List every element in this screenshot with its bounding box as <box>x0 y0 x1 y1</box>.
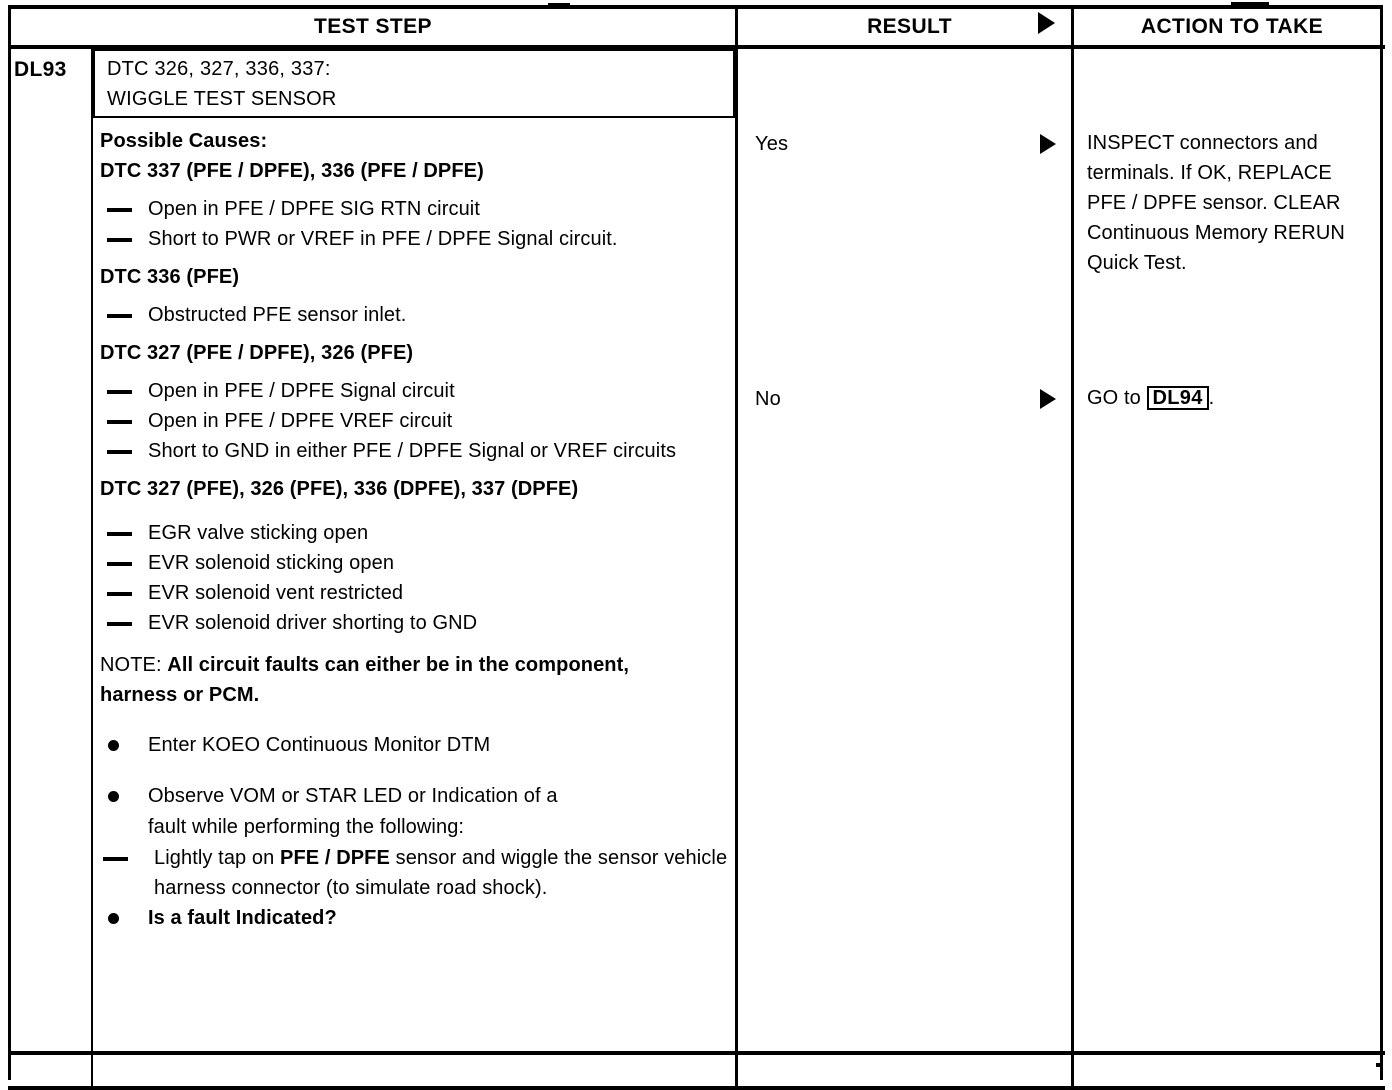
procedure-question: Is a fault Indicated? <box>100 903 730 934</box>
cause-item-text: Obstructed PFE sensor inlet. <box>148 304 407 326</box>
em-dash-marker <box>107 238 132 242</box>
procedure-question-text: Is a fault Indicated? <box>148 907 337 929</box>
cause-item-text: Open in PFE / DPFE SIG RTN circuit <box>148 198 481 220</box>
header-result: RESULT <box>867 15 952 38</box>
right-triangle-icon <box>1040 389 1056 409</box>
cause-group-heading: DTC 336 (PFE) <box>100 266 240 288</box>
header-action-to-take: ACTION TO TAKE <box>1140 15 1324 38</box>
step-id-badge: DL93 <box>14 58 67 81</box>
step-title-line-1: DTC 326, 327, 336, 337: <box>107 58 331 80</box>
result-label-yes: Yes <box>755 133 789 155</box>
procedure-sub-item: Lightly tap on PFE / DPFE sensor and wig… <box>100 843 730 903</box>
bullet-dot-icon <box>108 791 119 802</box>
cause-item: Obstructed PFE sensor inlet. <box>100 300 730 330</box>
step-reference-link[interactable]: DL94 <box>1146 386 1209 410</box>
em-dash-marker <box>107 208 132 212</box>
cause-group-heading: DTC 337 (PFE / DPFE), 336 (PFE / DPFE) <box>100 160 484 182</box>
sub-item-text-post: sensor and wiggle the sensor vehicle har… <box>154 847 728 899</box>
table-header-row: TEST STEP RESULT ACTION TO TAKE <box>8 9 1383 45</box>
right-triangle-icon <box>1038 12 1055 34</box>
cause-item: EGR valve sticking open <box>100 518 730 548</box>
step-title-box: DTC 326, 327, 336, 337: WIGGLE TEST SENS… <box>93 49 735 118</box>
cause-item-text: Open in PFE / DPFE VREF circuit <box>148 410 453 432</box>
row-bottom-rule <box>8 1051 1385 1055</box>
cause-group-heading: DTC 327 (PFE / DPFE), 326 (PFE) <box>100 342 414 364</box>
result-label-no: No <box>755 388 781 410</box>
column-divider-step-id <box>91 49 93 1087</box>
em-dash-marker <box>107 450 132 454</box>
cause-item-text: Short to PWR or VREF in PFE / DPFE Signa… <box>148 228 618 250</box>
cause-item-text: Short to GND in either PFE / DPFE Signal… <box>148 440 677 462</box>
cause-item: Open in PFE / DPFE SIG RTN circuit <box>100 194 730 224</box>
em-dash-marker <box>107 390 132 394</box>
action-text-yes: INSPECT connectors and terminals. If OK,… <box>1087 132 1345 274</box>
scan-artifact <box>1376 1063 1380 1067</box>
cause-item-text: EVR solenoid sticking open <box>148 552 395 574</box>
cause-item-text: EVR solenoid driver shorting to GND <box>148 612 478 634</box>
procedure-bullet: Enter KOEO Continuous Monitor DTM <box>100 730 730 761</box>
cause-item: Short to GND in either PFE / DPFE Signal… <box>100 436 730 466</box>
em-dash-marker <box>107 562 132 566</box>
em-dash-marker <box>107 532 132 536</box>
note-block: NOTE: All circuit faults can either be i… <box>100 650 660 710</box>
test-step-body: Possible Causes: DTC 337 (PFE / DPFE), 3… <box>100 126 730 934</box>
em-dash-marker <box>107 420 132 424</box>
em-dash-marker <box>103 857 128 861</box>
action-text-no: GO to DL94. <box>1087 383 1357 413</box>
bullet-dot-icon <box>108 913 119 924</box>
cause-item-text: EGR valve sticking open <box>148 522 369 544</box>
cause-item-text: EVR solenoid vent restricted <box>148 582 404 604</box>
possible-causes-label: Possible Causes: <box>100 130 268 152</box>
header-underline <box>8 45 1385 49</box>
procedure-bullet: Observe VOM or STAR LED or Indication of… <box>100 781 730 843</box>
action-suffix: . <box>1208 387 1215 409</box>
em-dash-marker <box>107 592 132 596</box>
cause-item: EVR solenoid vent restricted <box>100 578 730 608</box>
bullet-dot-icon <box>108 740 119 751</box>
cause-item: Open in PFE / DPFE Signal circuit <box>100 376 730 406</box>
scan-artifact <box>1231 2 1269 6</box>
cause-group-heading: DTC 327 (PFE), 326 (PFE), 336 (DPFE), 33… <box>100 478 579 500</box>
procedure-bullet-text: Enter KOEO Continuous Monitor DTM <box>148 734 491 756</box>
procedure-bullet-text-2: fault while performing the following: <box>148 816 465 838</box>
note-text: All circuit faults can either be in the … <box>100 654 630 706</box>
right-triangle-icon <box>1040 134 1056 154</box>
step-title-line-2: WIGGLE TEST SENSOR <box>107 88 337 110</box>
page-bottom-rule <box>8 1086 1385 1090</box>
cause-item: Open in PFE / DPFE VREF circuit <box>100 406 730 436</box>
header-test-step: TEST STEP <box>314 15 432 38</box>
cause-item: EVR solenoid driver shorting to GND <box>100 608 730 638</box>
procedure-bullet-text: Observe VOM or STAR LED or Indication of… <box>148 785 558 807</box>
column-divider-result <box>735 9 738 1087</box>
note-label: NOTE: <box>100 654 162 676</box>
em-dash-marker <box>107 622 132 626</box>
cause-item-text: Open in PFE / DPFE Signal circuit <box>148 380 455 402</box>
cause-item: EVR solenoid sticking open <box>100 548 730 578</box>
column-divider-action <box>1071 9 1074 1087</box>
em-dash-marker <box>107 314 132 318</box>
sub-item-text-pre: Lightly tap on <box>154 847 281 869</box>
scan-artifact <box>548 3 570 6</box>
action-prefix: GO to <box>1087 387 1147 409</box>
table-frame <box>8 5 1383 1080</box>
cause-item: Short to PWR or VREF in PFE / DPFE Signa… <box>100 224 730 254</box>
sub-item-text-bold: PFE / DPFE <box>280 847 390 869</box>
